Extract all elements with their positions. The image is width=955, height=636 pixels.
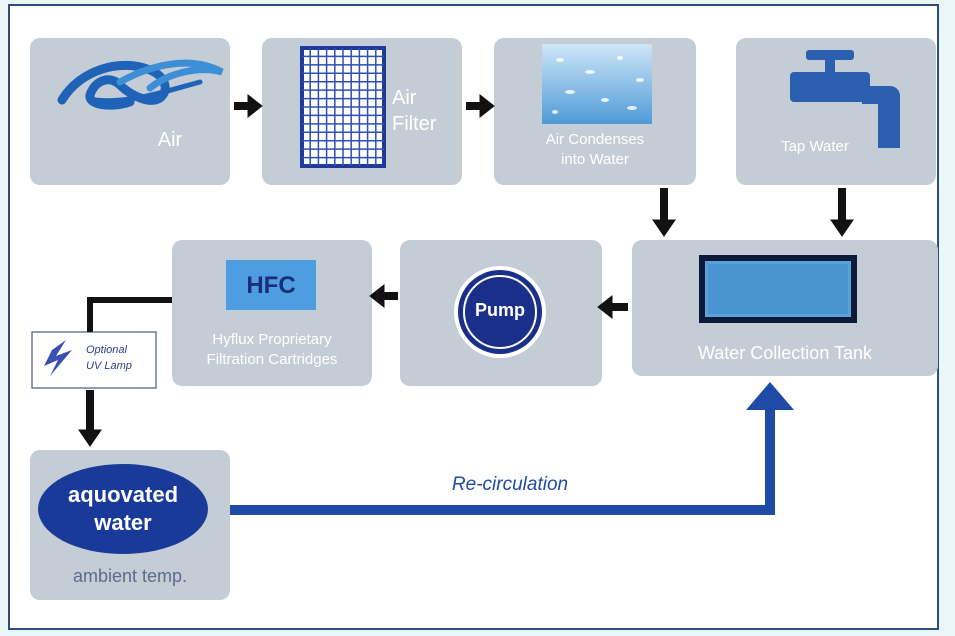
pump-icon (454, 266, 546, 358)
flow-arrows (78, 93, 854, 447)
tap-water-label: Tap Water (781, 138, 849, 155)
recirculation-arrow (230, 382, 794, 515)
hfc-badge-label: HFC (246, 272, 296, 299)
uv-lamp-icon (31, 331, 157, 389)
recirculation-label: Re-circulation (451, 474, 569, 495)
aquovated-ellipse (38, 464, 208, 554)
uv-label-2: UV Lamp (86, 360, 132, 372)
grid-filter-icon (300, 46, 386, 168)
condense-label-2: into Water (561, 151, 629, 168)
air-label: Air (157, 129, 183, 151)
tap-water-box (736, 38, 936, 185)
condense-label-1: Air Condenses (545, 131, 645, 148)
hfc-badge-bg (226, 260, 316, 310)
water-droplets-icon (542, 44, 652, 124)
tank-label: Water Collection Tank (697, 343, 873, 363)
uv-label-1: Optional (86, 344, 127, 356)
hfc-label-2: Filtration Cartridges (206, 351, 338, 368)
water-surface-icon (699, 255, 857, 323)
faucet-icon (790, 50, 900, 148)
air-filter-label-1: Air (392, 87, 417, 109)
hfc-label-1: Hyflux Proprietary (212, 331, 332, 348)
air-wave-icon (57, 59, 224, 110)
air-filter-label-2: Filter (392, 113, 437, 135)
aquovated-label-1: aquovated (67, 482, 179, 507)
pump-label: Pump (474, 300, 525, 320)
ambient-temp-label: ambient temp. (72, 566, 188, 586)
aquovated-label-2: water (94, 510, 152, 535)
